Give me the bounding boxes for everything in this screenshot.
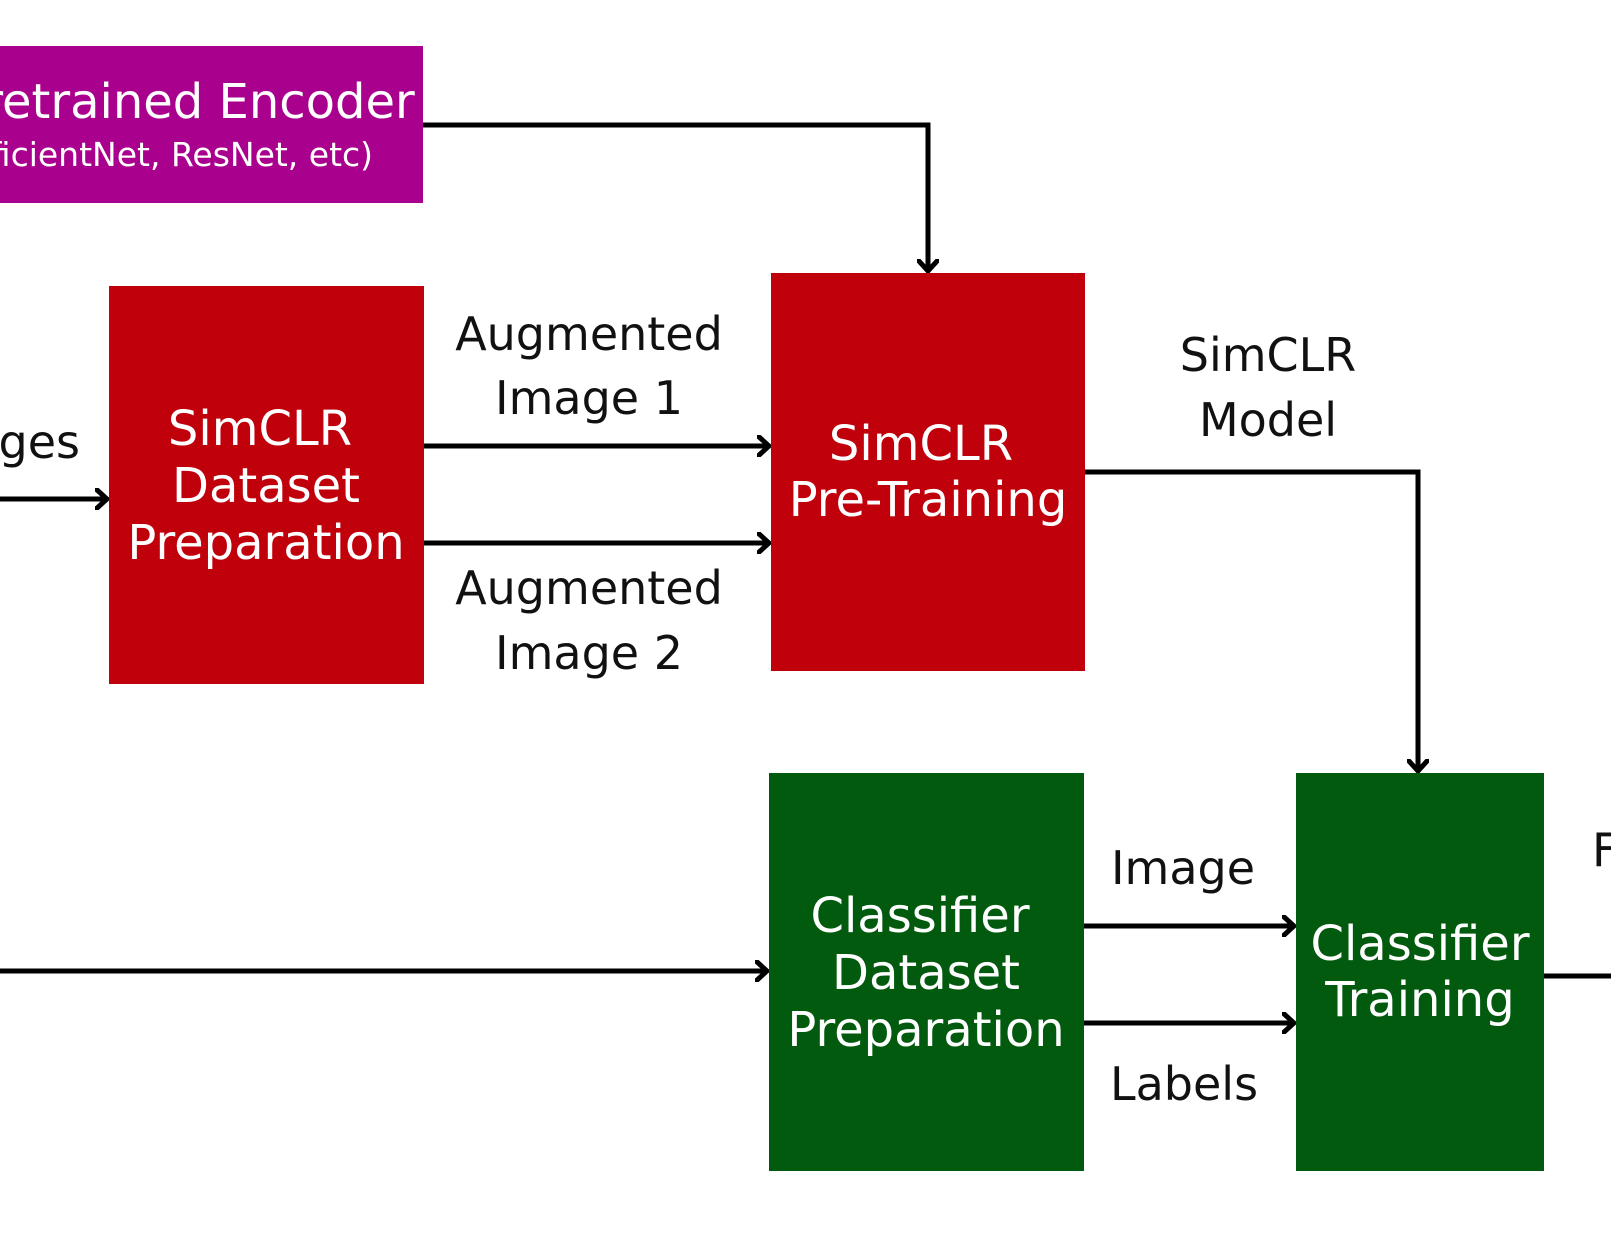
augmented-image-2-label-2: Image 2	[495, 626, 683, 680]
simclr-model-label-2: Model	[1199, 393, 1337, 447]
simclr-dataset-label-2: Dataset	[172, 458, 360, 514]
classifier-dataset-box	[769, 773, 1084, 1171]
simclr-dataset-label-3: Preparation	[127, 515, 404, 571]
simclr-dataset-label-1: SimCLR	[168, 401, 352, 457]
augmented-image-1-label-2: Image 1	[495, 371, 683, 425]
encoder-to-pretraining-arrow	[423, 122, 928, 271]
encoder-subtitle: (EfficientNet, ResNet, etc)	[0, 135, 373, 174]
classifier-dataset-label-2: Dataset	[832, 945, 1020, 1001]
simclr-dataset-box	[109, 286, 424, 684]
simclr-pretraining-label-2: Pre-Training	[789, 472, 1068, 528]
augmented-image-2-label-1: Augmented	[455, 561, 723, 615]
classifier-training-label-1: Classifier	[1310, 916, 1529, 972]
image-label: Image	[1111, 841, 1255, 895]
images-label: Images	[0, 415, 80, 469]
simclr-model-label-1: SimCLR	[1180, 328, 1357, 382]
simclr-pretraining-box	[771, 273, 1085, 671]
classifier-dataset-label-1: Classifier	[810, 888, 1029, 944]
encoder-title: Pretrained Encoder	[0, 74, 415, 130]
classifier-dataset-label-3: Preparation	[787, 1002, 1064, 1058]
classifier-training-box	[1296, 773, 1544, 1171]
labels-label: Labels	[1110, 1057, 1258, 1111]
output-label-partial: F	[1592, 823, 1611, 877]
simclr-model-arrow	[1085, 469, 1418, 771]
simclr-pretraining-label-1: SimCLR	[829, 416, 1013, 472]
encoder-box	[0, 46, 423, 203]
augmented-image-1-label-1: Augmented	[455, 307, 723, 361]
classifier-training-label-2: Training	[1324, 972, 1514, 1028]
